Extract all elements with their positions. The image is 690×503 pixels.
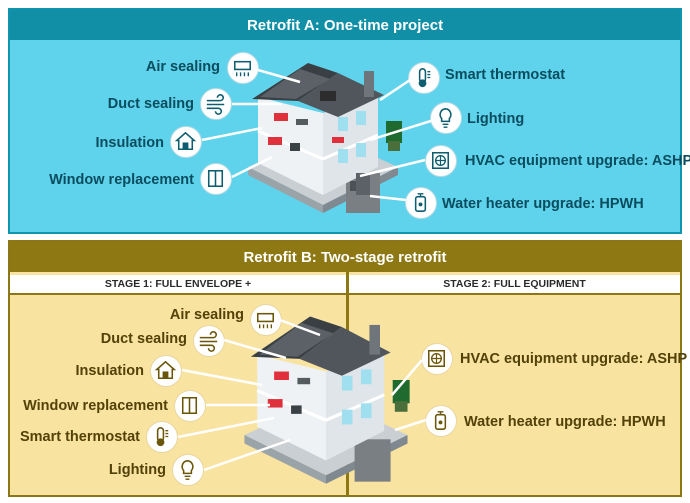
b-smart-thermostat-label: Smart thermostat [19, 429, 140, 445]
a-air-sealing-label: Air sealing [145, 59, 220, 75]
stage-1-title: STAGE 1: FULL ENVELOPE + [10, 275, 346, 295]
b-window-replacement-label: Window replacement [23, 398, 168, 414]
b-duct-sealing-label: Duct sealing [100, 331, 187, 347]
a-window-replacement-label: Window replacement [49, 172, 194, 188]
b-air-sealing-icon [250, 304, 282, 336]
a-duct-sealing-label: Duct sealing [107, 96, 194, 112]
a-lighting-label: Lighting [467, 111, 525, 127]
b-lighting-icon [172, 454, 204, 486]
b-insulation-icon [150, 355, 182, 387]
b-hvac-icon [421, 343, 453, 375]
lighting-icon [430, 102, 462, 134]
b-hvac-label: HVAC equipment upgrade: ASHP [460, 351, 688, 367]
b-window-icon [174, 390, 206, 422]
a-insulation-label: Insulation [95, 135, 164, 151]
b-air-sealing-label: Air sealing [169, 307, 244, 323]
b-water-heater-label: Water heater upgrade: HPWH [464, 414, 666, 430]
b-insulation-label: Insulation [75, 363, 144, 379]
b-smart-thermostat-icon [146, 421, 178, 453]
smart-thermostat-icon [408, 62, 440, 94]
b-water-heater-icon [425, 405, 457, 437]
water-heater-icon [405, 187, 437, 219]
a-smart-thermostat-label: Smart thermostat [445, 67, 566, 83]
a-water-heater-label: Water heater upgrade: HPWH [442, 196, 644, 212]
stage-2-title: STAGE 2: FULL EQUIPMENT [349, 275, 680, 295]
house-illustration-a [248, 63, 402, 213]
b-lighting-label: Lighting [108, 462, 166, 478]
retrofit-a-title: Retrofit A: One-time project [10, 10, 680, 40]
air-sealing-icon [227, 52, 259, 84]
hvac-icon [425, 145, 457, 177]
house-illustration-b [244, 316, 410, 484]
b-duct-sealing-icon [193, 325, 225, 357]
retrofit-b-title: Retrofit B: Two-stage retrofit [10, 242, 680, 272]
duct-sealing-icon [200, 88, 232, 120]
a-hvac-label: HVAC equipment upgrade: ASHP [465, 153, 690, 169]
window-icon [200, 163, 232, 195]
insulation-icon [170, 126, 202, 158]
